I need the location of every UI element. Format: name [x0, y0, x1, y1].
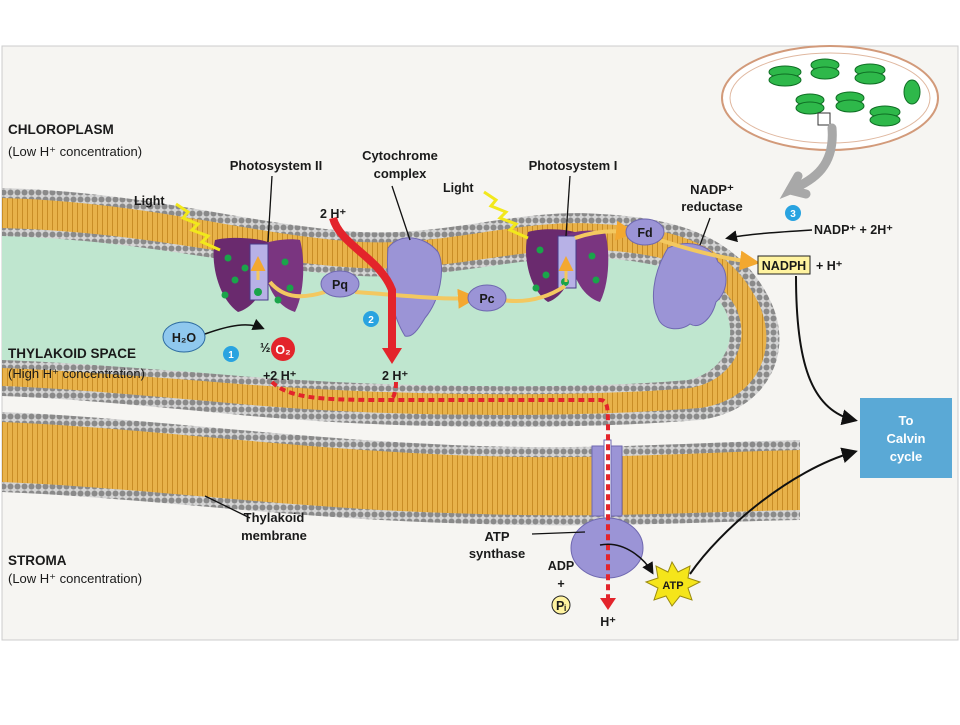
plus-label: + — [557, 577, 564, 591]
pc-carrier — [467, 284, 507, 312]
light-label-2: Light — [443, 181, 474, 195]
cytochrome-label-2: complex — [374, 166, 428, 181]
step-3-label: 3 — [790, 209, 796, 220]
membrane-pointer — [204, 495, 251, 519]
step-2-marker — [363, 311, 379, 327]
atp-synthase-label-1: ATP — [484, 529, 509, 544]
atp-synthase-pointer — [531, 531, 586, 535]
chloroplasm-sub: (Low H⁺ concentration) — [8, 144, 142, 159]
proton-branch-path — [388, 381, 398, 402]
two-h-space-label: 2 H⁺ — [382, 369, 408, 383]
electron-flow-pc-psi — [501, 284, 567, 303]
photosystem-ii-label: Photosystem II — [230, 158, 322, 173]
two-h-top-label: 2 H⁺ — [320, 207, 346, 221]
step-3-marker — [785, 205, 801, 221]
proton-gradient-path — [270, 380, 610, 600]
nadph-to-calvin-arrow — [795, 275, 858, 426]
fd-label: Fd — [637, 226, 652, 240]
light-label-1: Light — [134, 194, 165, 208]
half-label: ½ — [260, 341, 270, 355]
proton-pump-arrow — [329, 216, 396, 350]
light-zigzag-1 — [175, 202, 221, 252]
electron-flow-psi-fd — [574, 220, 636, 241]
pq-carrier — [320, 270, 360, 298]
atp-burst — [644, 560, 702, 607]
o2-molecule — [271, 337, 295, 361]
pc-label: Pc — [479, 292, 494, 306]
stroma-sub: (Low H⁺ concentration) — [8, 571, 142, 586]
cytochrome-pointer — [391, 185, 411, 241]
light-zigzag-2 — [483, 190, 529, 240]
proton-pump-arrowhead — [382, 348, 402, 364]
fd-carrier — [625, 218, 665, 246]
calvin-line-2: Calvin — [886, 431, 925, 446]
chloroplast-inset — [721, 45, 939, 151]
pi-label: Pᵢ — [556, 599, 566, 613]
atp-to-calvin-arrow — [689, 447, 858, 575]
thylakoid-membrane-label-2: membrane — [241, 528, 307, 543]
electron-flow-pq-pc — [354, 288, 478, 309]
calvin-line-1: To — [899, 413, 914, 428]
pi-circle — [551, 595, 571, 615]
atp-synthase-label-2: synthase — [469, 546, 525, 561]
nadp-reductase-label-1: NADP⁺ — [690, 182, 734, 197]
nadph-label: NADPH — [762, 259, 806, 273]
stroma-title: STROMA — [8, 553, 67, 568]
h2o-molecule — [162, 321, 206, 353]
electron-flow-psii-pq — [268, 280, 326, 299]
calvin-line-3: cycle — [890, 449, 923, 464]
pq-label: Pq — [332, 278, 348, 292]
photosystem-i-label: Photosystem I — [529, 158, 618, 173]
nadp-reductase-pointer — [699, 217, 711, 246]
thylakoid-space-title: THYLAKOID SPACE — [8, 346, 136, 361]
step-1-label: 1 — [228, 350, 234, 361]
adp-label: ADP — [548, 559, 574, 573]
nadp-reductase-label-2: reductase — [681, 199, 742, 214]
step-1-marker — [223, 346, 239, 362]
nadph-box — [757, 255, 811, 275]
atp-formation-arrow — [599, 543, 654, 575]
thylakoid-membrane-label-1: Thylakoid — [244, 510, 305, 525]
plus-2h-label: +2 H⁺ — [263, 369, 297, 383]
atp-label: ATP — [662, 580, 683, 592]
thylakoid-space-sub: (High H⁺ concentration) — [8, 366, 145, 381]
nadp-input-arrow — [725, 229, 813, 243]
psii-pointer — [267, 175, 273, 243]
o2-label: O₂ — [275, 343, 290, 357]
plus-h-label: + H⁺ — [816, 259, 843, 273]
electron-flow-fd-nadph — [659, 238, 760, 271]
proton-exit-arrowhead — [600, 598, 616, 610]
psi-pointer — [565, 175, 571, 237]
nadp-plus-2h-label: NADP⁺ + 2H⁺ — [814, 223, 893, 237]
zoom-arrow — [779, 123, 837, 199]
calvin-cycle-box — [860, 398, 952, 478]
h2o-label: H₂O — [172, 331, 197, 345]
chloroplasm-title: CHLOROPLASM — [8, 122, 114, 137]
h-out-label: H⁺ — [600, 615, 616, 629]
water-split-arrow — [204, 318, 265, 335]
cytochrome-label-1: Cytochrome — [362, 148, 438, 163]
step-2-label: 2 — [368, 315, 374, 326]
photosystem-i — [526, 229, 609, 302]
